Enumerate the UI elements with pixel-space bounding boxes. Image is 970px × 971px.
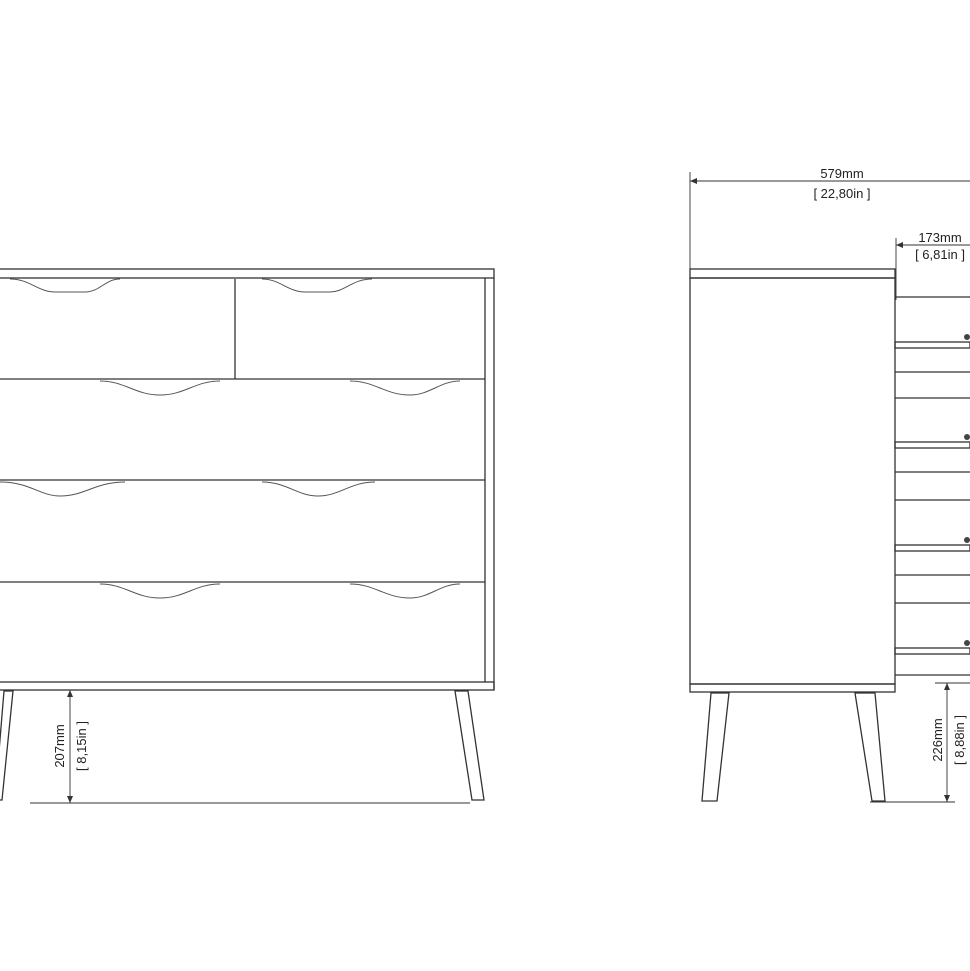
side-view: 579mm [ 22,80in ] 173mm [ 6,81in ] 226mm… [689, 166, 970, 803]
extension-dimension: 173mm [ 6,81in ] [895, 230, 970, 300]
depth-dimension: 579mm [ 22,80in ] [689, 166, 970, 269]
depth-in: [ 22,80in ] [813, 186, 870, 201]
extension-mm: 173mm [918, 230, 961, 245]
depth-mm: 579mm [820, 166, 863, 181]
side-top-board [689, 268, 896, 279]
front-leg-height-mm: 207mm [52, 724, 67, 767]
side-legs [701, 692, 886, 802]
side-leg-height-in: [ 8,88in ] [952, 715, 967, 765]
side-leg-height-mm: 226mm [930, 718, 945, 761]
extended-drawers [894, 296, 970, 676]
front-top-board [0, 268, 495, 279]
drawer-slides [894, 334, 970, 655]
front-plinth [0, 681, 495, 691]
front-leg-height-in: [ 8,15in ] [74, 721, 89, 771]
drawer-handles [0, 278, 461, 599]
extension-in: [ 6,81in ] [915, 247, 965, 262]
front-leg-dimension: 207mm [ 8,15in ] [22, 689, 470, 804]
side-panel [689, 277, 896, 685]
side-leg-dimension: 226mm [ 8,88in ] [870, 682, 970, 803]
front-legs [0, 690, 485, 801]
front-view: 207mm [ 8,15in ] [0, 268, 495, 804]
